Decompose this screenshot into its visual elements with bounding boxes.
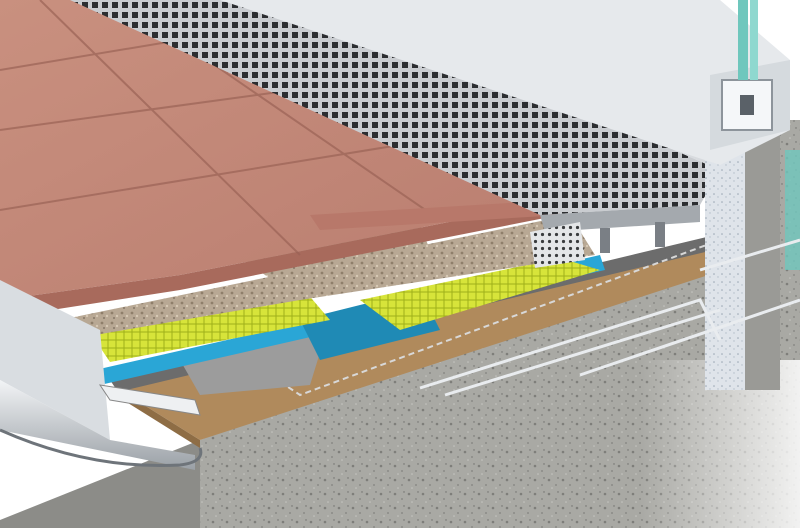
- facade-insulation: [705, 120, 780, 390]
- window-frame: [220, 0, 800, 270]
- reinforcement-bars: [419, 238, 800, 397]
- adjustable-foot: [600, 228, 610, 253]
- concrete-slab: [0, 120, 800, 528]
- paving-slabs: [0, 0, 560, 318]
- adjustable-foot: [655, 222, 665, 247]
- edge-gutter: [0, 280, 203, 470]
- perforated-edge-strip: [530, 222, 585, 268]
